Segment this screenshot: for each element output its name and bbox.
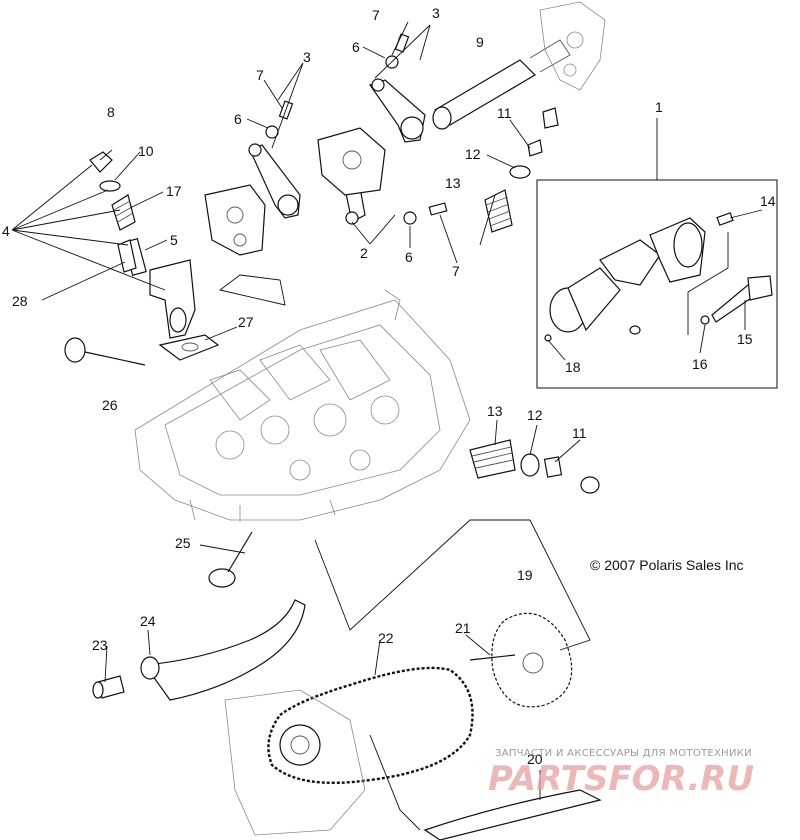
adjuster-nut-center (403, 202, 448, 225)
callout-11-bottom: 11 (572, 425, 587, 441)
callout-10: 10 (138, 143, 154, 159)
timing-cover (224, 689, 366, 836)
callout-23: 23 (92, 637, 108, 653)
callout-labels: 1 2 3 3 4 5 6 6 6 7 7 7 8 9 10 11 11 12 … (2, 5, 776, 767)
callout-14: 14 (760, 193, 776, 209)
rocker-arm-right (369, 78, 426, 143)
chain-tensioner (89, 151, 196, 339)
callout-12-top: 12 (465, 146, 481, 162)
callout-24: 24 (140, 613, 156, 629)
chain-guide-upper (140, 599, 306, 701)
callout-17: 17 (166, 183, 182, 199)
cylinder-head (134, 289, 471, 522)
rocker-bracket (539, 1, 606, 91)
watermark-logo: PARTSFOR.RU (488, 759, 754, 799)
callout-15: 15 (737, 331, 753, 347)
callout-18: 18 (565, 359, 581, 375)
callout-9: 9 (476, 34, 484, 50)
camshaft (544, 212, 734, 342)
callout-26: 26 (102, 397, 118, 413)
camshaft-detail-box (536, 179, 778, 389)
callout-19: 19 (517, 567, 533, 583)
callout-13-bottom: 13 (487, 403, 503, 419)
tensioner-gasket (158, 334, 220, 361)
valve-intake (64, 337, 146, 366)
callout-13-top: 13 (445, 175, 461, 191)
callout-16: 16 (692, 356, 708, 372)
adjuster-screw-top (385, 33, 410, 69)
callout-25: 25 (175, 535, 191, 551)
leader-lines (11, 21, 763, 831)
cam-sprocket (469, 612, 573, 708)
chain-guide-bolt (92, 675, 125, 699)
callout-6-top: 6 (352, 39, 360, 55)
rocker-support (204, 184, 266, 256)
callout-6-left: 6 (234, 111, 242, 127)
adjuster-screw-left (265, 100, 294, 139)
callout-28: 28 (12, 293, 28, 309)
decompression-pin (700, 275, 773, 325)
callout-6-center: 6 (405, 249, 413, 265)
callout-20: 20 (527, 751, 543, 767)
rocker-shaft (432, 39, 571, 130)
callout-3-top: 3 (432, 5, 440, 21)
callout-1: 1 (655, 99, 663, 115)
callout-12-bottom: 12 (527, 407, 543, 423)
callout-21: 21 (455, 620, 471, 636)
valve-spring-lower (469, 439, 600, 494)
chain-guide-lower (423, 789, 602, 840)
callout-27: 27 (238, 314, 254, 330)
callout-22: 22 (378, 630, 394, 646)
callout-4: 4 (2, 223, 10, 239)
callout-2: 2 (360, 245, 368, 261)
rocker-block (317, 127, 386, 196)
copyright-notice: © 2007 Polaris Sales Inc (590, 557, 744, 573)
valve-exhaust (208, 531, 253, 588)
callout-5: 5 (170, 232, 178, 248)
valve-spring-upper (484, 107, 559, 233)
callout-3-left: 3 (303, 49, 311, 65)
callout-11-top: 11 (497, 105, 512, 121)
callout-8: 8 (107, 104, 115, 120)
rocker-arm-left (248, 143, 301, 219)
callout-7-top: 7 (372, 7, 380, 23)
callout-7-center: 7 (452, 263, 460, 279)
callout-7-left: 7 (256, 67, 264, 83)
cam-chain (267, 666, 474, 785)
watermark: ЗАПЧАСТИ И АКСЕССУАРЫ ДЛЯ МОТОТЕХНИКИ PA… (488, 748, 754, 799)
watermark-caption: ЗАПЧАСТИ И АКСЕССУАРЫ ДЛЯ МОТОТЕХНИКИ (495, 748, 752, 759)
